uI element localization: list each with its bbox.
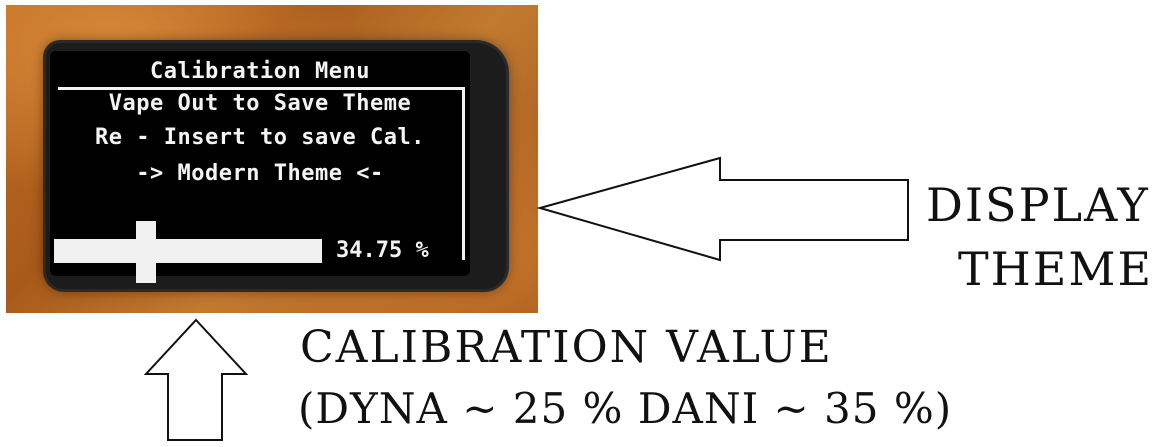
device-photo: Calibration Menu Vape Out to Save Theme … [6,5,538,313]
calibration-value-label: CALIBRATION VALUE [300,322,833,373]
calibration-range-label: (DYNA ~ 25 % DANI ~ 35 %) [298,384,953,433]
calibration-marker [136,221,156,283]
oled-screen: Calibration Menu Vape Out to Save Theme … [50,51,470,283]
display-theme-arrow [536,156,909,262]
calibration-bar [54,239,322,263]
calibration-value: 34.75 % [336,238,429,263]
oled-frame [58,87,465,260]
display-label: DISPLAY [926,178,1150,232]
menu-line-save-theme: Vape Out to Save Theme [108,91,412,116]
calibration-value-arrow [143,318,249,441]
menu-title: Calibration Menu [150,59,370,84]
theme-selector: -> Modern Theme <- [136,161,384,186]
menu-line-save-cal: Re - Insert to save Cal. [95,125,425,150]
theme-label: THEME [958,242,1154,296]
